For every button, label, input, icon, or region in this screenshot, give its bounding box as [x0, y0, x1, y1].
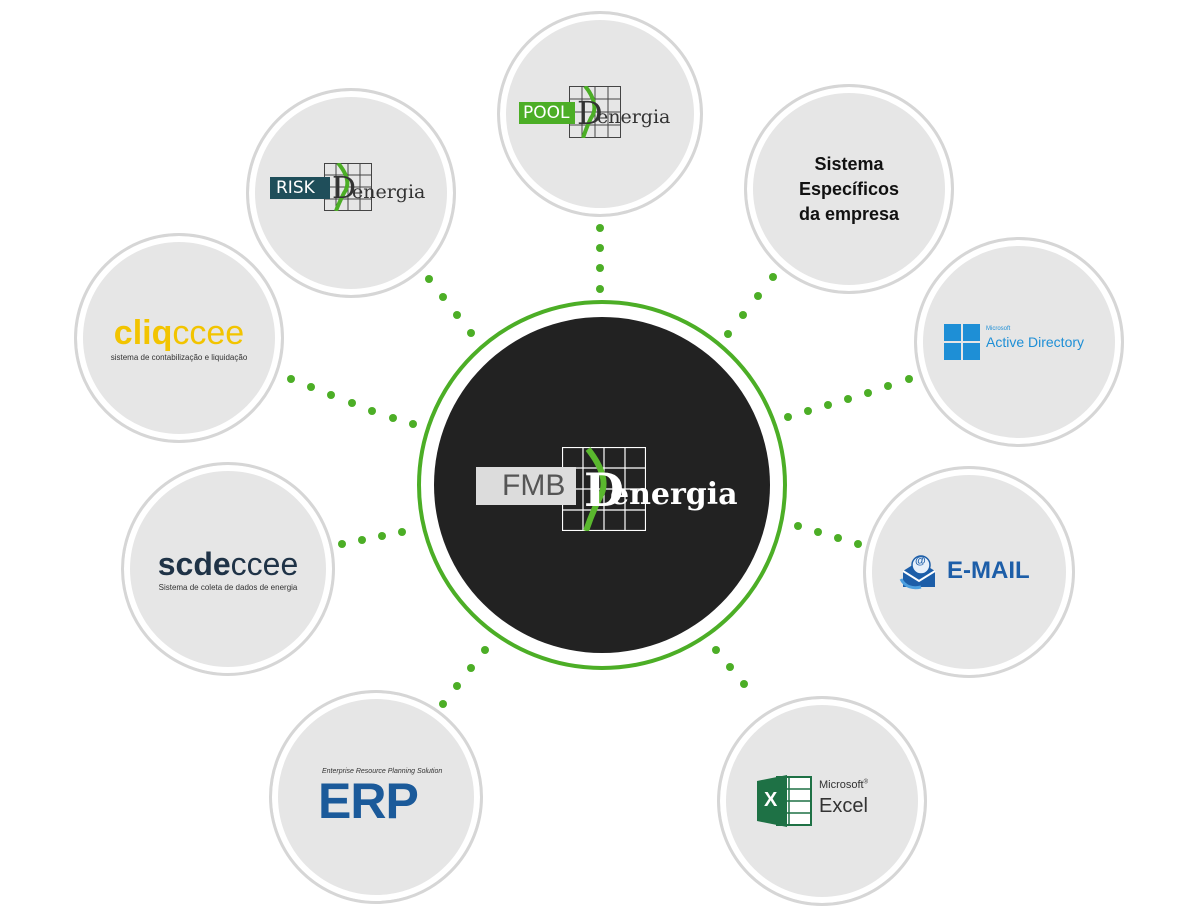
- node-sistema[interactable]: Sistema Específicos da empresa: [744, 84, 954, 294]
- connector-dot: [467, 664, 475, 672]
- node-cliqccee[interactable]: cliqccee sistema de contabilização e liq…: [74, 233, 284, 443]
- connector-scde: [338, 528, 406, 548]
- connector-dot: [348, 399, 356, 407]
- sistema-line-2: Específicos: [798, 178, 900, 199]
- excel-product: Excel: [819, 795, 868, 817]
- sistema-line-3: da empresa: [798, 203, 900, 224]
- excel-glyph: X: [764, 789, 778, 811]
- connector-dot: [378, 532, 386, 540]
- logo-grid-icon: [324, 163, 372, 211]
- connector-dot: [481, 646, 489, 654]
- connector-dot: [307, 383, 315, 391]
- hub-suffix: energia: [610, 477, 738, 512]
- excel-registered: ®: [863, 779, 869, 786]
- connector-dot: [794, 522, 802, 530]
- ad-product: Active Directory: [986, 334, 1085, 350]
- connector-dot: [596, 224, 604, 232]
- ad-vendor: Microsoft: [986, 326, 1011, 332]
- connector-dot: [784, 413, 792, 421]
- hub-letter: D: [584, 463, 624, 517]
- node-erp[interactable]: Enterprise Resource Planning Solution ER…: [269, 690, 483, 904]
- connector-dot: [844, 395, 852, 403]
- connector-dot: [596, 264, 604, 272]
- connector-dot: [854, 540, 862, 548]
- erp-tagline: Enterprise Resource Planning Solution: [322, 767, 443, 775]
- excel-vendor-text: Microsoft: [819, 779, 864, 791]
- windows-logo-icon: [944, 324, 980, 360]
- connector-erp: [439, 646, 489, 708]
- connector-dot: [884, 382, 892, 390]
- connector-excel: [712, 646, 748, 688]
- excel-vendor: Microsoft®: [819, 779, 868, 791]
- connector-pool: [596, 224, 604, 293]
- connector-sistema: [724, 273, 777, 338]
- connector-dot: [804, 407, 812, 415]
- connector-dot: [864, 389, 872, 397]
- logo-grid-icon: [569, 86, 621, 138]
- connector-dot: [338, 540, 346, 548]
- node-pool[interactable]: POOL D energia: [497, 11, 703, 217]
- node-excel[interactable]: X Microsoft® Excel: [717, 696, 927, 906]
- connector-ad: [784, 375, 913, 421]
- connector-dot: [287, 375, 295, 383]
- erp-label: ERP: [318, 772, 419, 829]
- connector-risk: [425, 275, 475, 337]
- connector-dot: [425, 275, 433, 283]
- hub-circle: FMB D energia: [417, 300, 787, 670]
- connector-dot: [814, 528, 822, 536]
- connector-dot: [596, 244, 604, 252]
- pool-prefix: POOL: [523, 103, 570, 123]
- cliq-brand-b: ccee: [172, 313, 245, 352]
- hub-core: FMB D energia: [434, 317, 770, 653]
- connector-dot: [769, 273, 777, 281]
- connector-dot: [596, 285, 604, 293]
- node-scdeccee[interactable]: scdeccee Sistema de coleta de dados de e…: [121, 462, 335, 676]
- connector-dot: [754, 292, 762, 300]
- risk-letter: D: [332, 171, 357, 206]
- email-envelope-icon: [899, 555, 936, 590]
- node-email[interactable]: @ E-MAIL: [863, 466, 1075, 678]
- connector-dot: [453, 682, 461, 690]
- hub-prefix: FMB: [502, 469, 566, 502]
- email-at: @: [915, 555, 926, 567]
- connector-dot: [739, 311, 747, 319]
- connector-dot: [724, 330, 732, 338]
- connector-dot: [389, 414, 397, 422]
- connector-dot: [467, 329, 475, 337]
- connector-dot: [712, 646, 720, 654]
- scde-brand-a: scde: [157, 545, 231, 582]
- node-risk[interactable]: RISK D energia: [246, 88, 456, 298]
- excel-logo-icon: [757, 775, 812, 827]
- scde-caption: Sistema de coleta de dados de energia: [158, 582, 298, 592]
- risk-suffix: energia: [352, 181, 426, 203]
- connector-dot: [409, 420, 417, 428]
- connector-dot: [439, 700, 447, 708]
- connector-dot: [358, 536, 366, 544]
- pool-letter: D: [577, 94, 603, 132]
- cliq-brand-a: cliq: [113, 313, 173, 352]
- cliq-caption: sistema de contabilização e liquidação: [110, 352, 248, 362]
- connector-dot: [740, 680, 748, 688]
- connector-cliq: [287, 375, 417, 428]
- connector-dot: [905, 375, 913, 383]
- connector-email: [794, 522, 862, 548]
- connector-dot: [453, 311, 461, 319]
- node-active-directory[interactable]: Microsoft Active Directory: [914, 237, 1124, 447]
- logo-grid-icon: [562, 447, 646, 531]
- connector-dot: [439, 293, 447, 301]
- scde-brand-b: ccee: [230, 545, 299, 582]
- pool-suffix: energia: [597, 106, 671, 128]
- connector-dot: [834, 534, 842, 542]
- connector-dot: [327, 391, 335, 399]
- risk-prefix: RISK: [276, 178, 315, 198]
- email-label: E-MAIL: [947, 557, 1030, 584]
- sistema-line-1: Sistema: [814, 153, 884, 174]
- connector-dot: [398, 528, 406, 536]
- connector-dot: [726, 663, 734, 671]
- connector-dot: [824, 401, 832, 409]
- connector-dot: [368, 407, 376, 415]
